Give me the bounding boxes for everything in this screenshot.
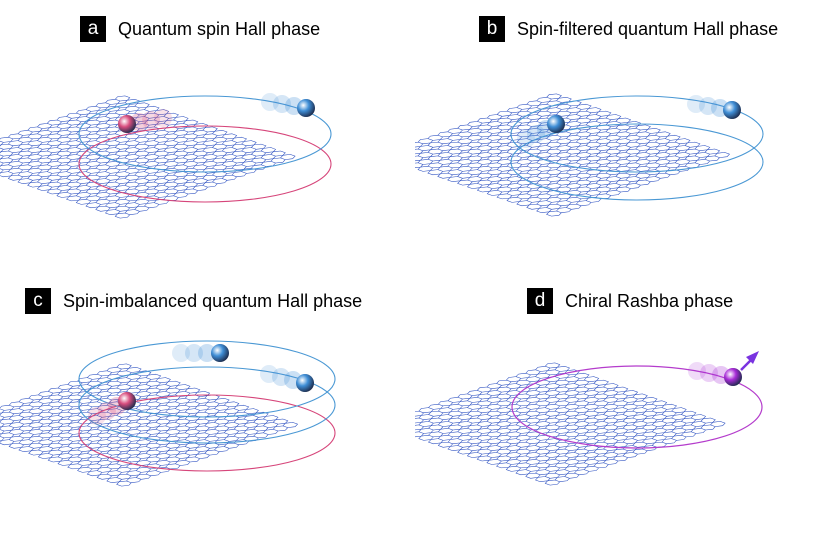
electron-ghost xyxy=(273,95,291,113)
electron-ghost xyxy=(261,93,279,111)
electron-ghost xyxy=(687,95,705,113)
spin-up-electron-trail-right xyxy=(687,95,741,119)
spin-down-orbit xyxy=(78,394,336,472)
electron-ball xyxy=(211,344,229,362)
electron-ghost xyxy=(517,130,535,148)
electron-ghost xyxy=(260,365,278,383)
electron-ball xyxy=(297,99,315,117)
spin-up-electron-trail xyxy=(261,93,315,117)
panel-a-figure xyxy=(0,93,332,219)
panel-c: c Spin-imbalanced quantum Hall phase xyxy=(0,271,415,542)
electron-ghost xyxy=(154,109,172,127)
panel-a: a Quantum spin Hall phase xyxy=(0,0,415,271)
panel-title: Spin-imbalanced quantum Hall phase xyxy=(63,290,363,311)
electron-ghost xyxy=(88,407,106,425)
electron-ghost xyxy=(98,402,116,420)
rashba-orbit xyxy=(511,365,763,449)
electron-ball xyxy=(547,115,565,133)
panel-letter: d xyxy=(527,288,553,314)
spin-up-electron-trail-left xyxy=(517,115,565,148)
spin-up-orbit-lower xyxy=(510,123,764,201)
panel-a-header: a Quantum spin Hall phase xyxy=(80,16,320,42)
electron-ball xyxy=(118,392,136,410)
lattice-mesh xyxy=(415,93,730,217)
spin-up-orbit-top xyxy=(78,340,336,418)
spin-down-orbit xyxy=(78,125,332,203)
panel-b-header: b Spin-filtered quantum Hall phase xyxy=(479,16,778,42)
panel-title: Chiral Rashba phase xyxy=(565,290,734,311)
electron-ghost xyxy=(688,362,706,380)
spin-up-orbit-upper xyxy=(510,95,764,173)
graphene-lattice xyxy=(415,362,726,486)
electron-ghost xyxy=(198,344,216,362)
panel-d: d Chiral Rashba phase xyxy=(415,271,830,542)
electron-ball xyxy=(723,101,741,119)
electron-ball xyxy=(296,374,314,392)
panel-letter: c xyxy=(25,288,51,314)
panel-b-figure xyxy=(415,93,764,217)
panel-b: b Spin-filtered quantum Hall phase xyxy=(415,0,830,271)
electron-ghost xyxy=(172,344,190,362)
electron-ghost xyxy=(142,111,160,129)
spin-down-electron-trail xyxy=(118,109,172,133)
electron-ghost xyxy=(700,364,718,382)
electron-ball xyxy=(118,115,136,133)
chirality-arrow-icon xyxy=(740,351,759,371)
panel-d-header: d Chiral Rashba phase xyxy=(527,288,733,314)
panel-letter: a xyxy=(80,16,106,42)
spin-up-electron-trail-top xyxy=(172,344,229,362)
graphene-lattice xyxy=(0,363,299,487)
graphene-lattice xyxy=(415,93,730,217)
panel-title: Quantum spin Hall phase xyxy=(118,18,321,39)
graphene-lattice xyxy=(0,95,296,219)
lattice-mesh xyxy=(0,363,299,487)
electron-ghost xyxy=(527,125,545,143)
spin-up-electron-trail-middle xyxy=(260,365,314,392)
electron-ghost xyxy=(699,97,717,115)
lattice-mesh xyxy=(0,95,296,219)
spin-up-orbit-middle xyxy=(78,366,336,444)
panel-title: Spin-filtered quantum Hall phase xyxy=(517,18,779,39)
panel-letter: b xyxy=(479,16,505,42)
panel-c-figure xyxy=(0,340,336,487)
lattice-mesh xyxy=(415,362,726,486)
rashba-electron-trail xyxy=(688,362,742,386)
panel-d-figure xyxy=(415,351,763,486)
electron-ball xyxy=(724,368,742,386)
spin-up-orbit xyxy=(78,95,332,173)
panel-c-header: c Spin-imbalanced quantum Hall phase xyxy=(25,288,362,314)
electron-ghost xyxy=(272,368,290,386)
spin-down-electron-trail xyxy=(88,392,136,425)
electron-ghost xyxy=(185,344,203,362)
